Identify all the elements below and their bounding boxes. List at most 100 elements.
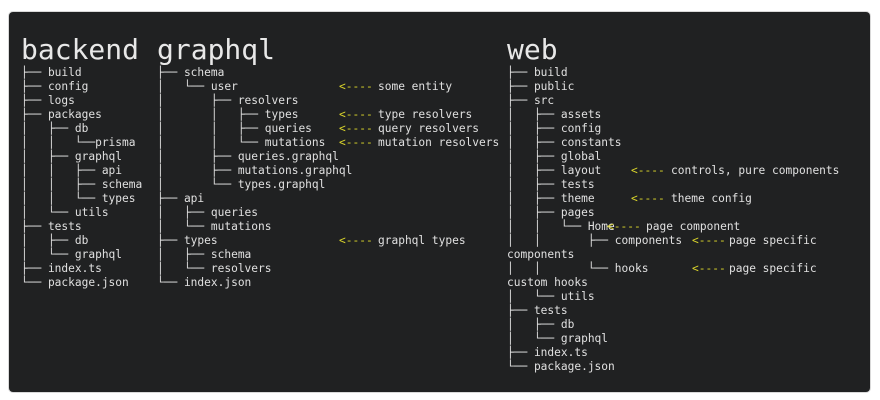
tree-entry: │ ├── db <box>507 318 575 331</box>
tree-entry: │ ├── theme <box>507 192 595 205</box>
tree-line: │ ├── queries.graphql <box>157 150 352 164</box>
annotation-note: graphql types <box>378 234 466 247</box>
tree-line: ├── config <box>21 80 142 94</box>
annotation-arrow: <---- <box>607 220 641 233</box>
tree-entry: │ ├── graphql <box>21 150 123 163</box>
annotation-note: page specific <box>729 262 817 275</box>
tree-line: │ └── graphql <box>507 332 682 346</box>
tree-line: │ │ └── types <box>21 192 142 206</box>
tree-entry: │ │ ├── api <box>21 164 123 177</box>
annotation-arrow: <---- <box>631 192 665 205</box>
tree-line: │ ├── db <box>21 122 142 136</box>
tree-entry: │ │ ├── components <box>507 234 683 247</box>
tree-entry: components <box>507 248 575 261</box>
tree-line: │ ├── config <box>507 122 682 136</box>
tree-line: │ └── utils <box>21 206 142 220</box>
tree-entry: │ ├── tests <box>507 178 595 191</box>
tree-entry: custom hooks <box>507 276 588 289</box>
tree-entry: │ ├── schema <box>157 248 252 261</box>
tree-entry: ├── packages <box>21 108 102 121</box>
tree-entry: │ │ ├── queries <box>157 122 312 135</box>
tree-line: │ └── mutations <box>157 220 352 234</box>
tree-entry: │ │ ├── types <box>157 108 299 121</box>
tree-line: │ │ ├── api <box>21 164 142 178</box>
tree-line: │ ├── schema <box>157 248 352 262</box>
tree-entry: ├── config <box>21 80 89 93</box>
annotation-note: mutation resolvers <box>378 136 500 149</box>
tree-entry: │ └── utils <box>21 206 109 219</box>
annotation-note: query resolvers <box>378 122 480 135</box>
tree-entry: │ ├── global <box>507 150 602 163</box>
tree-entry: │ ├── mutations.graphql <box>157 164 353 177</box>
tree-entry: │ └── mutations <box>157 220 272 233</box>
annotation-note: page specific <box>729 234 817 247</box>
annotation-note: controls, pure components <box>671 164 840 177</box>
tree-entry: ├── api <box>157 192 205 205</box>
tree-line: ├── public <box>507 80 682 94</box>
tree-entry: ├── tests <box>507 304 568 317</box>
annotation-note: theme config <box>671 192 752 205</box>
tree-entry: │ ├── db <box>21 234 89 247</box>
code-block: backend ├── build├── config├── logs├── p… <box>9 12 870 392</box>
tree-entry: │ └── types.graphql <box>157 178 326 191</box>
tree-line: │ └── graphql <box>21 248 142 262</box>
tree-line: components <box>507 248 682 262</box>
tree-line: ├── schema <box>157 66 352 80</box>
tree-entry: ├── logs <box>21 94 75 107</box>
tree-line: ├── logs <box>21 94 142 108</box>
tree-entry: ├── build <box>21 66 82 79</box>
tree-entry: │ └── graphql <box>21 248 123 261</box>
tree-line: │ │ └── Home<----page component <box>507 220 740 234</box>
tree-line: ├── build <box>21 66 142 80</box>
tree-entry: │ │ └── mutations <box>157 136 326 149</box>
tree-entry: │ │ ├── schema <box>21 178 143 191</box>
tree-line: │ └── user<----some entity <box>157 80 452 94</box>
tree-entry: │ │ └── types <box>21 192 136 205</box>
tree-line: └── package.json <box>507 360 682 374</box>
column-title: web <box>507 33 558 66</box>
tree-line: │ │ ├── schema <box>21 178 142 192</box>
tree-entry: │ ├── assets <box>507 108 602 121</box>
annotation-note: page component <box>646 220 741 233</box>
tree-entry: │ ├── constants <box>507 136 622 149</box>
tree-line: │ │ ├── components<----page specific <box>507 234 817 248</box>
tree-line: │ │ ├── types<----type resolvers <box>157 108 472 122</box>
tree-entry: │ ├── queries <box>157 206 259 219</box>
tree-line: │ ├── mutations.graphql <box>157 164 352 178</box>
tree-line: ├── tests <box>21 220 142 234</box>
tree-entry: │ ├── layout <box>507 164 602 177</box>
tree-line: ├── index.ts <box>21 262 142 276</box>
tree-line: │ ├── assets <box>507 108 682 122</box>
tree-line: custom hooks <box>507 276 682 290</box>
tree-line: │ ├── constants <box>507 136 682 150</box>
tree-entry: └── index.json <box>157 276 252 289</box>
annotation-arrow: <---- <box>631 164 665 177</box>
tree-entry: │ └── utils <box>507 290 595 303</box>
tree-entry: │ ├── db <box>21 122 89 135</box>
tree-line: ├── src <box>507 94 682 108</box>
file-tree: ├── schema│ └── user<----some entity │ ├─… <box>157 66 499 290</box>
tree-line: ├── types<----graphql types <box>157 234 466 248</box>
tree-entry: ├── schema <box>157 66 225 79</box>
tree-entry: │ ├── queries.graphql <box>157 150 339 163</box>
tree-line: │ │ ├── queries <---- query resolvers <box>157 122 479 136</box>
tree-line: ├── api <box>157 192 352 206</box>
tree-entry: └── package.json <box>507 360 615 373</box>
tree-line: │ │ └── hooks<----page specific <box>507 262 817 276</box>
tree-line: └── index.json <box>157 276 352 290</box>
annotation-arrow: <---- <box>339 122 373 135</box>
tree-line: │ ├── graphql <box>21 150 142 164</box>
tree-line: │ │ └── mutations<----mutation resolvers <box>157 136 499 150</box>
file-tree: ├── build├── config├── logs├── packages│… <box>21 66 142 290</box>
tree-entry: ├── tests <box>21 220 82 233</box>
column-title: backend <box>21 33 140 66</box>
column-title: graphql <box>157 33 276 66</box>
tree-entry: │ │ └── hooks <box>507 262 649 275</box>
tree-line: ├── tests <box>507 304 682 318</box>
tree-line: │ ├── db <box>507 318 682 332</box>
tree-entry: └── package.json <box>21 276 129 289</box>
tree-line: │ ├── queries <box>157 206 352 220</box>
annotation-arrow: <---- <box>339 80 373 93</box>
tree-entry: ├── index.ts <box>507 346 588 359</box>
tree-line: │ ├── layout <---- controls, pure componen… <box>507 164 839 178</box>
